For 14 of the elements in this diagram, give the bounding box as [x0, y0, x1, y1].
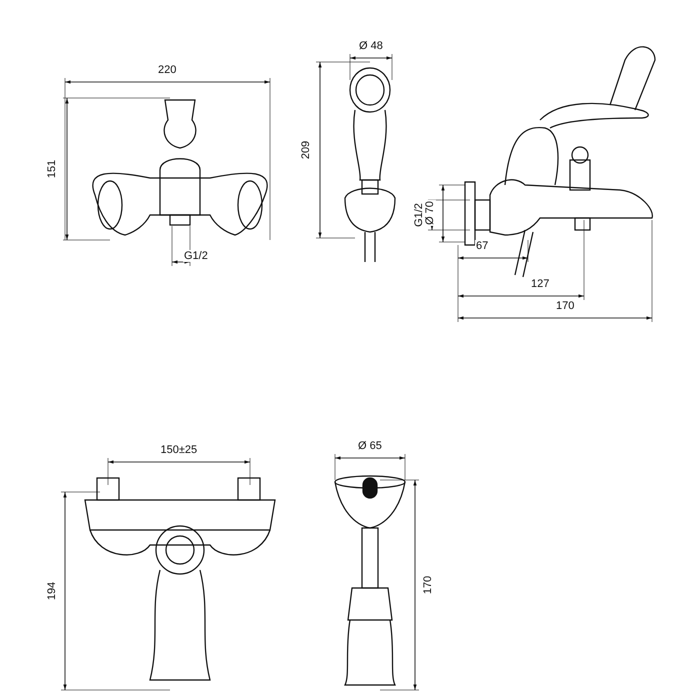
- dimension-label: Ø 65: [357, 440, 383, 452]
- dimension-label: 150±25: [160, 444, 198, 456]
- dimension-label: 220: [157, 64, 178, 76]
- dimension-label: 209: [300, 140, 312, 160]
- dimension-label: Ø 48: [358, 40, 384, 52]
- dimension-label: 67: [475, 240, 490, 252]
- dimension-label: 127: [530, 278, 550, 290]
- dimension-label: 170: [422, 574, 434, 596]
- dimension-label: 151: [46, 158, 58, 180]
- dimension-label: Ø 70: [424, 200, 436, 226]
- dimension-label: 170: [555, 300, 576, 312]
- dimension-label: G1/2: [412, 202, 425, 228]
- dimension-label: G1/2: [183, 250, 209, 262]
- dimension-label: 194: [46, 580, 58, 602]
